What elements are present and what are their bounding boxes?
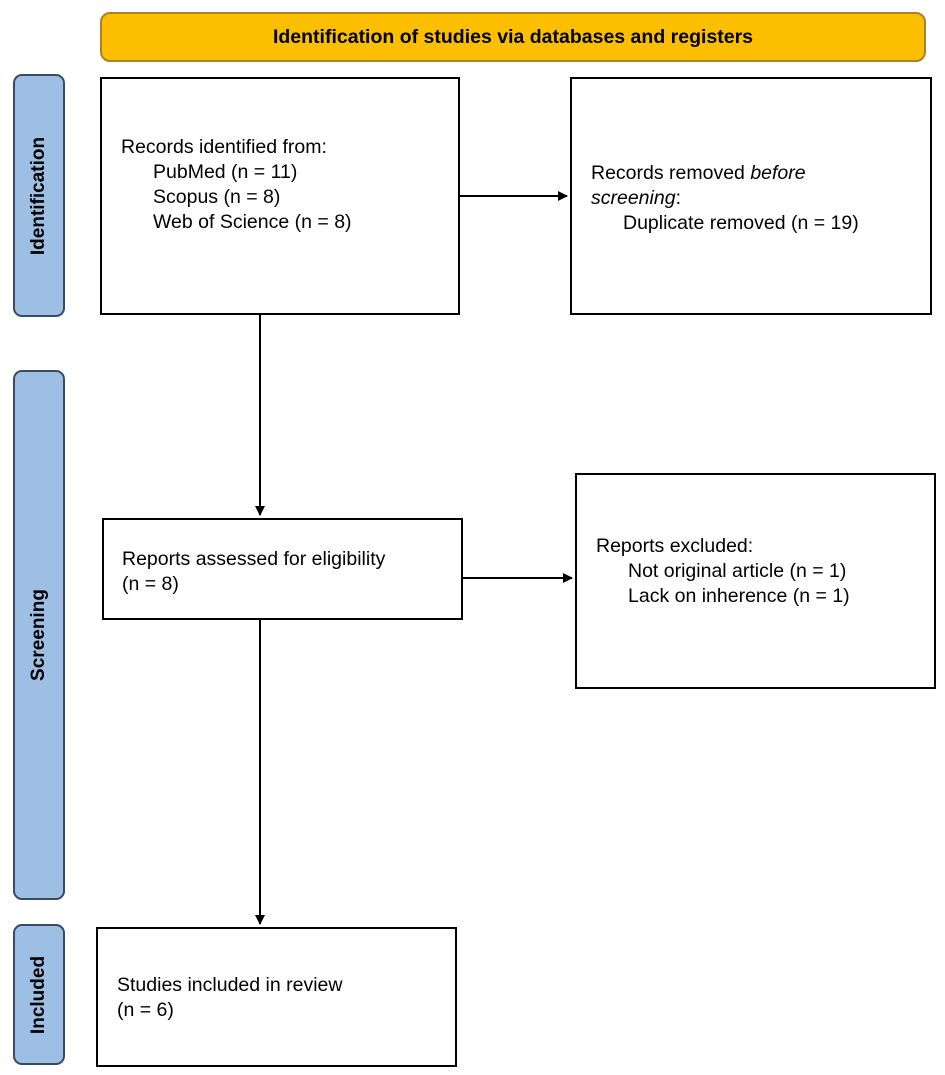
studies-included-label: Studies included in review [117, 974, 343, 996]
phase-included: Included [13, 924, 65, 1065]
exclusion-reason-not-original: Not original article (n = 1) [628, 560, 847, 582]
source-web-of-science: Web of Science (n = 8) [153, 211, 352, 233]
reports-assessed-box: Reports assessed for eligibility (n = 8) [102, 518, 463, 620]
reports-excluded-box: Reports excluded: Not original article (… [575, 473, 936, 689]
exclusion-reason-lack-inherence: Lack on inherence (n = 1) [628, 585, 850, 607]
phase-identification: Identification [13, 74, 65, 317]
phase-screening: Screening [13, 370, 65, 900]
records-identified-heading: Records identified from: [121, 136, 327, 158]
studies-included-count: (n = 6) [117, 999, 174, 1021]
reports-excluded-heading: Reports excluded: [596, 535, 754, 557]
records-removed-heading-cont: screening: [591, 187, 681, 209]
records-removed-box: Records removed before screening: Duplic… [570, 77, 932, 315]
reports-assessed-count: (n = 8) [122, 573, 179, 595]
duplicates-removed: Duplicate removed (n = 19) [623, 212, 859, 234]
records-removed-heading: Records removed before [591, 162, 806, 184]
studies-included-box: Studies included in review (n = 6) [96, 927, 457, 1067]
prisma-header: Identification of studies via databases … [100, 12, 926, 62]
header-title: Identification of studies via databases … [272, 25, 754, 48]
reports-assessed-label: Reports assessed for eligibility [122, 548, 386, 570]
source-pubmed: PubMed (n = 11) [153, 161, 298, 183]
records-identified-box: Records identified from: PubMed (n = 11)… [100, 77, 460, 315]
source-scopus: Scopus (n = 8) [153, 186, 281, 208]
